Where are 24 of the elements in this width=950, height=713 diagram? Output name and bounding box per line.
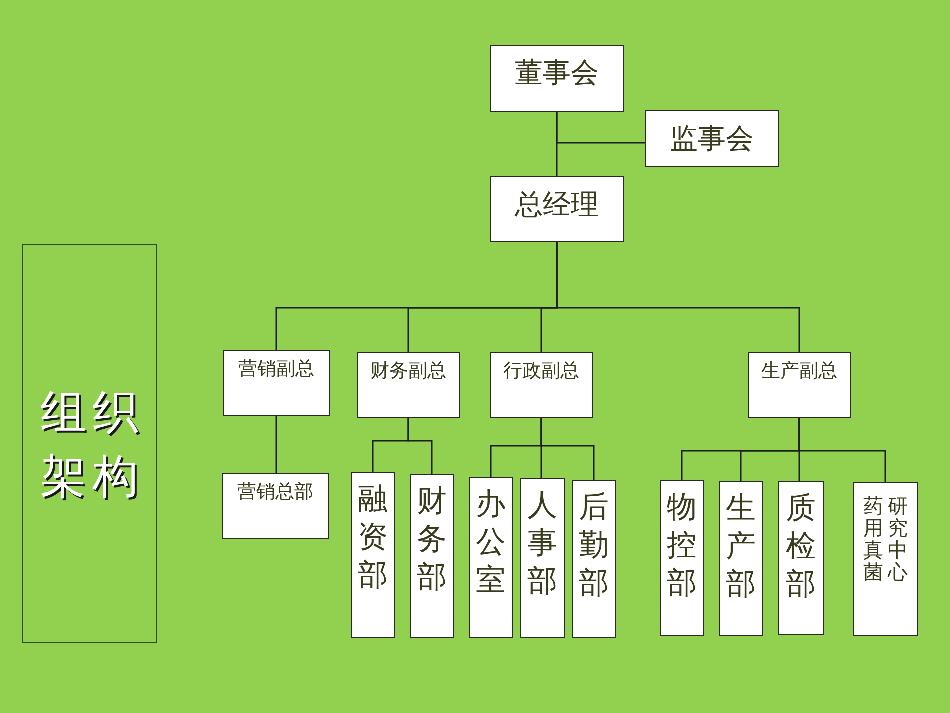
connector-line <box>798 418 886 482</box>
department-box: 质检部 <box>778 481 824 635</box>
title-box: 组织架构 <box>22 244 157 643</box>
department-box: 生产部 <box>719 481 763 636</box>
org-chart-box: 行政副总 <box>490 352 593 418</box>
department-box: 人事部 <box>520 478 565 638</box>
org-chart-box: 生产副总 <box>748 352 851 418</box>
connector-line <box>540 418 595 480</box>
department-box: 物控部 <box>660 480 704 636</box>
department-box: 后勤部 <box>572 480 616 638</box>
department-box: 药用真菌研究中心 <box>853 482 918 636</box>
department-box: 财务部 <box>410 474 454 638</box>
org-chart-box: 营销总部 <box>222 473 329 539</box>
org-chart-box: 总经理 <box>490 176 624 242</box>
connector-line <box>556 242 800 352</box>
connector-line <box>408 418 433 474</box>
org-chart-box: 营销副总 <box>223 350 330 416</box>
connector-line <box>276 416 278 473</box>
connector-line <box>556 112 645 144</box>
department-box: 办公室 <box>469 477 513 638</box>
org-chart-box: 监事会 <box>645 110 779 167</box>
org-chart-box: 财务副总 <box>357 352 460 418</box>
org-chart-box: 董事会 <box>490 45 624 112</box>
department-box: 融资部 <box>351 472 395 638</box>
